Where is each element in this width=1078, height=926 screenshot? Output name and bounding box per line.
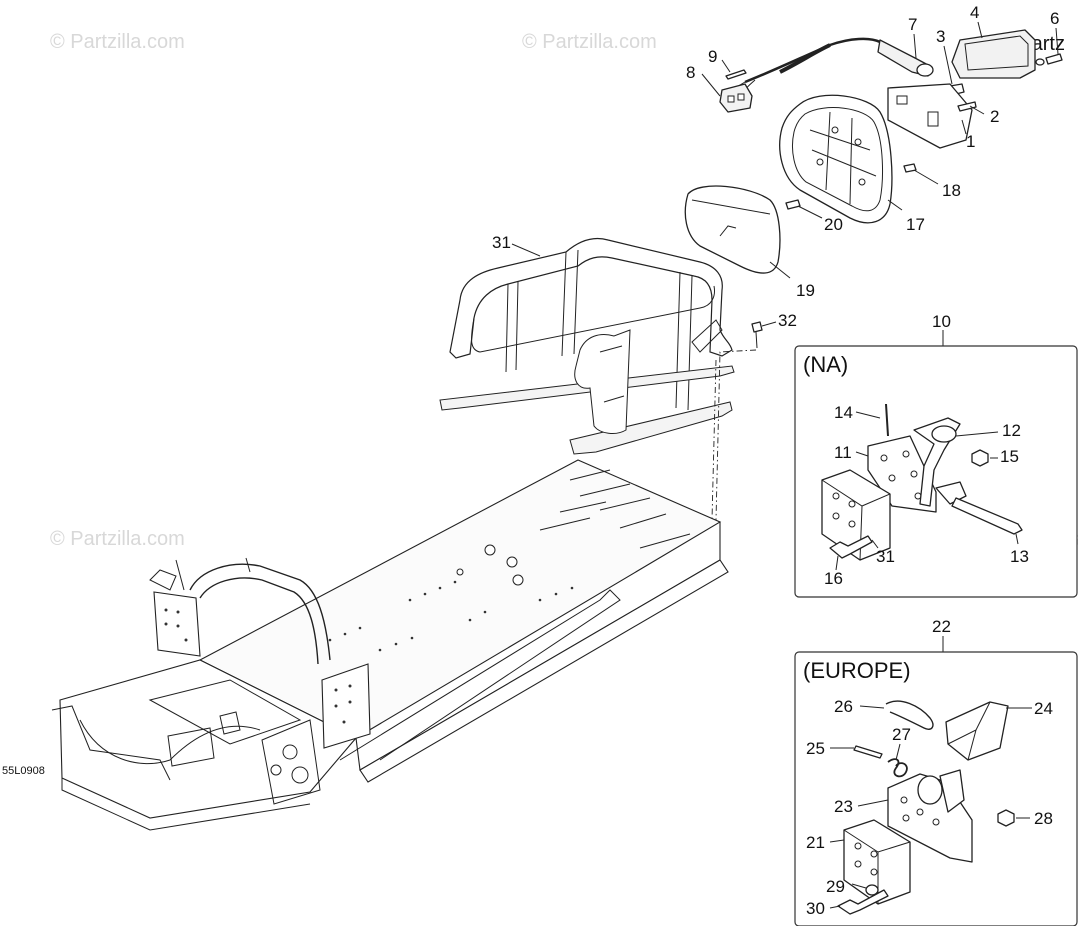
callout-2: 2 — [990, 107, 999, 126]
callout-23: 23 — [834, 797, 853, 816]
inset-europe: 22 (EUROPE) 26 24 25 27 — [794, 617, 1078, 926]
inset-na: 10 (NA) 14 11 12 15 13 16 — [794, 312, 1078, 598]
europe-bolt — [837, 889, 889, 915]
watermark: © Partzilla.com — [522, 31, 657, 53]
callout-4: 4 — [970, 3, 979, 22]
callout-27: 27 — [892, 725, 911, 744]
callout-20: 20 — [824, 215, 843, 234]
callout-32: 32 — [778, 311, 797, 330]
inset-na-title: (NA) — [803, 352, 848, 377]
callout-6: 6 — [1050, 9, 1059, 28]
callout-24: 24 — [1034, 699, 1053, 718]
callout-18: 18 — [942, 181, 961, 200]
callout-15: 15 — [1000, 447, 1019, 466]
connector-housing — [719, 83, 753, 113]
hitch-bolt — [829, 535, 873, 559]
callout-31: 31 — [492, 233, 511, 252]
callout-9: 9 — [708, 47, 717, 66]
callout-30: 30 — [806, 899, 825, 918]
diagram-code: 55L0908 — [2, 765, 45, 777]
callout-19: 19 — [796, 281, 815, 300]
chassis-frame — [51, 359, 729, 831]
callout-26: 26 — [834, 697, 853, 716]
inset-europe-title: (EUROPE) — [803, 658, 911, 683]
callout-12: 12 — [1002, 421, 1021, 440]
europe-nut — [997, 809, 1015, 827]
callout-3: 3 — [936, 27, 945, 46]
callout-14: 14 — [834, 403, 853, 422]
main-callouts: 1 2 3 4 6 7 8 9 17 18 19 20 31 32 — [492, 3, 1059, 330]
hitch-pin — [951, 497, 1023, 535]
callout-16: 16 — [824, 569, 843, 588]
callout-7: 7 — [908, 15, 917, 34]
hitch-pad — [821, 469, 891, 561]
callout-13: 13 — [1010, 547, 1029, 566]
callout-21: 21 — [806, 833, 825, 852]
tail-light-cover — [684, 185, 781, 274]
tail-light-housing — [779, 94, 893, 224]
watermark: © Partzilla.com — [50, 31, 185, 53]
rear-rack — [439, 237, 735, 455]
inset-europe-ref: 22 — [932, 617, 951, 636]
terminal — [725, 69, 747, 80]
tail-light-assembly — [684, 29, 1063, 274]
watermark: © Partzilla.com — [50, 528, 185, 550]
tail-light-lens — [951, 29, 1036, 79]
screw — [1045, 53, 1063, 65]
inset-na-ref: 10 — [932, 312, 951, 331]
callout-1: 1 — [966, 132, 975, 151]
callout-11: 11 — [834, 443, 852, 462]
callout-29: 29 — [826, 877, 845, 896]
callout-17: 17 — [906, 215, 925, 234]
callout-8: 8 — [686, 63, 695, 82]
rack-bolt — [715, 321, 763, 521]
callout-28: 28 — [1034, 809, 1053, 828]
hitch-nut — [971, 449, 989, 467]
callout-31-na: 31 — [876, 547, 895, 566]
callout-25: 25 — [806, 739, 825, 758]
